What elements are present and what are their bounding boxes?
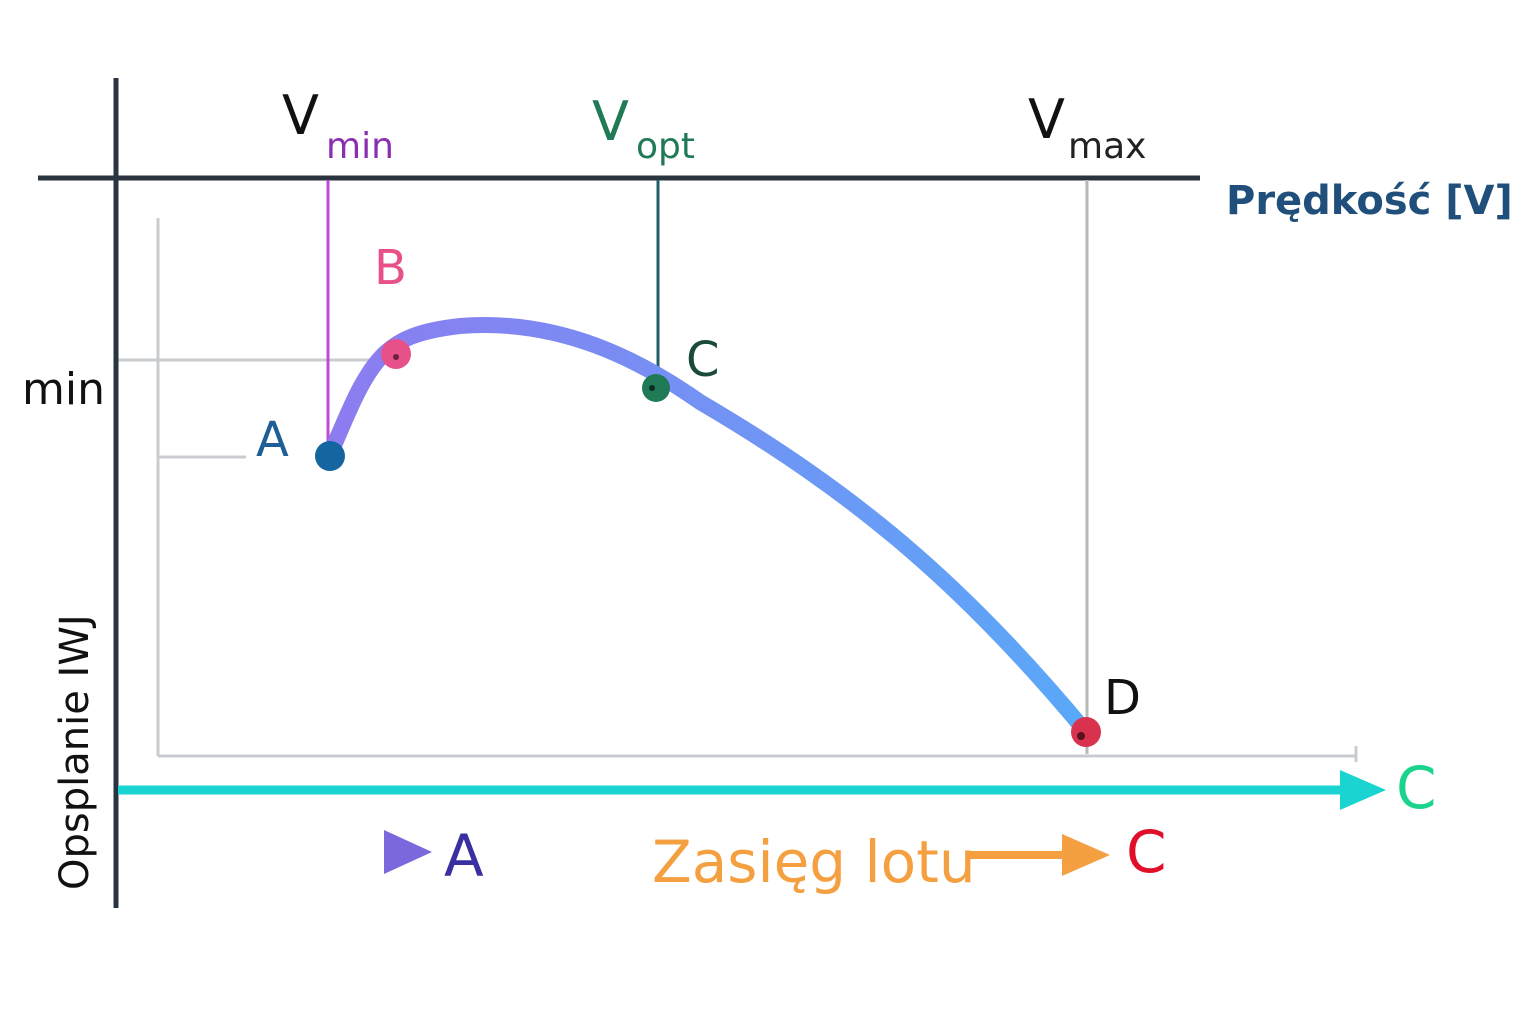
vmax-label: V max [1028,88,1146,167]
vopt-main: V [592,90,629,153]
range-label: Zasięg lotu [652,828,976,896]
point-d-label: D [1104,670,1141,726]
point-b-dot [393,354,399,360]
point-a [315,441,345,471]
point-c [642,374,670,402]
orange-arrow [966,834,1110,876]
y-tick-min: min [22,364,105,415]
arrow-a-label: A [444,822,484,890]
vmin-label: V min [282,84,394,167]
point-c-dot [649,385,655,391]
vmax-main: V [1028,88,1065,151]
inner-frame [118,218,1358,762]
point-b-label: B [374,240,407,296]
vmin-main: V [282,84,319,147]
purple-arrow [118,830,432,874]
y-axis-title: Opsplanie IWJ [52,614,98,890]
cyan-arrow-label: C [1396,754,1437,822]
x-axis-title: Prędkość [V] [1226,178,1513,224]
vopt-sub: opt [636,126,695,167]
point-c-label: C [686,332,720,388]
vmin-sub: min [326,126,394,167]
cyan-arrow [118,770,1386,810]
point-a-label: A [256,412,289,468]
point-d-dot [1077,732,1085,740]
point-d [1071,717,1101,747]
vmax-sub: max [1068,126,1146,167]
vopt-label: V opt [592,90,695,167]
range-end-label: C [1126,818,1167,886]
